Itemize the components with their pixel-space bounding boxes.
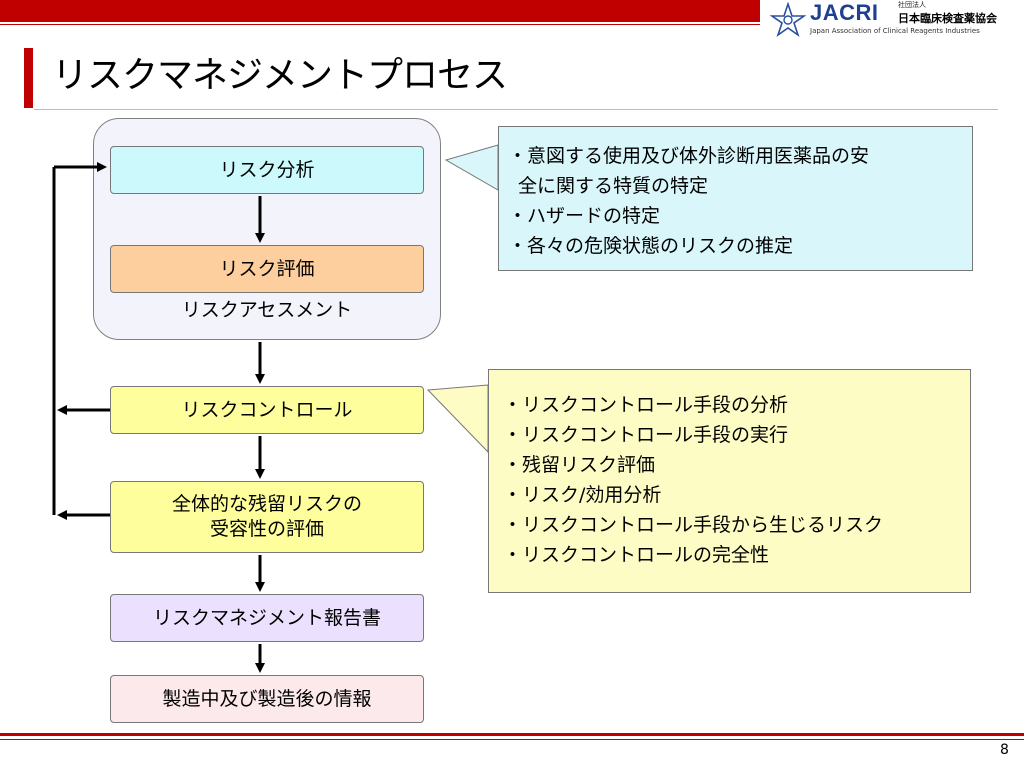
residual-risk-evaluation-box: 全体的な残留リスクの 受容性の評価	[110, 481, 424, 553]
callout-control-item: ・リスクコントロール手段の分析	[503, 394, 789, 416]
callout-control-item: ・リスク/効用分析	[503, 484, 662, 506]
header-rule	[0, 24, 760, 25]
jacri-logo: JACRI 社団法人 日本臨床検査薬協会 Japan Association o…	[770, 0, 1024, 40]
callout-control-pointer	[426, 384, 489, 454]
post-production-info-box: 製造中及び製造後の情報	[110, 675, 424, 723]
callout-control-item: ・残留リスク評価	[503, 454, 656, 476]
risk-control-box: リスクコントロール	[110, 386, 424, 434]
footer-bar	[0, 733, 1024, 736]
residual-risk-line-2: 受容性の評価	[209, 518, 324, 540]
callout-analysis-item: ・各々の危険状態のリスクの推定	[508, 235, 794, 257]
callout-analysis-item: ・ハザードの特定	[508, 205, 661, 227]
risk-management-report-box: リスクマネジメント報告書	[110, 594, 424, 642]
callout-control-item: ・リスクコントロールの完全性	[503, 544, 770, 566]
title-accent-bar	[24, 48, 33, 108]
risk-control-callout: ・リスクコントロール手段の分析 ・リスクコントロール手段の実行 ・残留リスク評価…	[488, 369, 971, 593]
logo-org-type: 社団法人	[898, 1, 926, 9]
logo-japanese-name: 日本臨床検査薬協会	[898, 12, 997, 25]
logo-english-name: Japan Association of Clinical Reagents I…	[810, 27, 980, 35]
callout-analysis-item: 全に関する特質の特定	[518, 175, 709, 197]
page-number: 8	[1000, 742, 1009, 758]
residual-risk-line-1: 全体的な残留リスクの	[171, 493, 362, 516]
page-title: リスクマネジメントプロセス	[52, 55, 508, 96]
callout-analysis-item: ・意図する使用及び体外診断用医薬品の安	[508, 145, 870, 167]
title-underline	[34, 109, 998, 110]
risk-analysis-callout: ・意図する使用及び体外診断用医薬品の安 全に関する特質の特定 ・ハザードの特定 …	[498, 126, 973, 271]
callout-control-item: ・リスクコントロール手段の実行	[503, 424, 789, 446]
jacri-star-icon	[770, 2, 806, 38]
footer-rule	[0, 739, 1024, 740]
header-bar	[0, 0, 760, 22]
logo-wordmark: JACRI	[810, 0, 879, 25]
risk-analysis-box: リスク分析	[110, 146, 424, 194]
callout-control-item: ・リスクコントロール手段から生じるリスク	[503, 514, 884, 536]
risk-assessment-label: リスクアセスメント	[181, 299, 353, 321]
callout-analysis-pointer	[444, 144, 499, 191]
risk-evaluation-box: リスク評価	[110, 245, 424, 293]
